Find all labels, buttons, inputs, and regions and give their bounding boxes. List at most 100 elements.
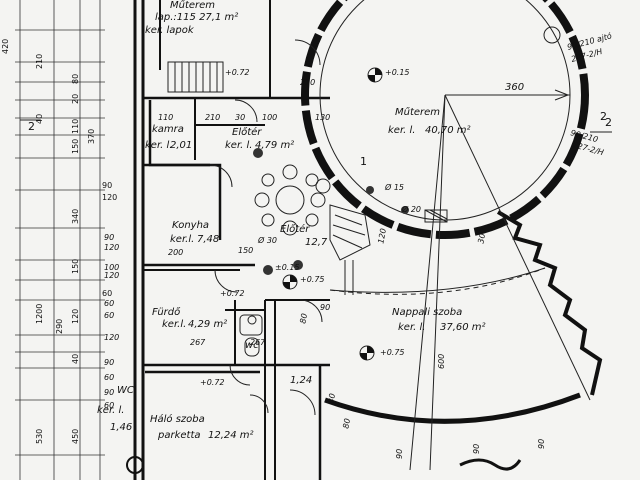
level-markers [282, 274, 298, 290]
dim-text: 60 [104, 401, 114, 410]
room-name: Nappali szoba [392, 307, 462, 318]
level-text: +0.15 [385, 68, 410, 77]
room-name: wc [245, 340, 259, 351]
living-room-arc [324, 94, 603, 471]
room-area: 7,48 [197, 234, 219, 245]
dim-text: 90 [104, 388, 114, 397]
dim-text: 90 [395, 449, 404, 459]
dim-text: 40 [35, 114, 44, 124]
room-area: 4,79 m² [255, 140, 294, 151]
id-text: Ø 20 [401, 204, 421, 214]
section-mark-left: 2 [28, 120, 35, 133]
id-text: Ø 30 [257, 235, 277, 245]
dim-text: 150 [238, 246, 253, 255]
room-area: 12,7 [305, 237, 328, 248]
staircase-top [167, 61, 224, 93]
dim-text: 90 [102, 181, 112, 190]
left-dimension-text: 420 210 80 20 40 110 150 370 340 90 120 … [1, 39, 117, 444]
room-name: WC [117, 385, 134, 396]
dim-text: 100 [104, 263, 119, 272]
dim-text: 60 [104, 373, 114, 382]
dim-text: 267 [190, 338, 206, 347]
door-label: +0.72 [225, 68, 250, 77]
dim-text: 130 [315, 113, 330, 122]
room-floor: ker.l. [162, 319, 186, 330]
radius-text: 120 [376, 228, 388, 245]
room-floor: ker. l. [388, 125, 415, 136]
room-floor: ker. l. [398, 322, 425, 333]
dim-text: 90 [320, 303, 330, 312]
section-mark-right: 2 [600, 110, 607, 123]
door-label: +0.72 [200, 378, 225, 387]
dim-text: 60 [104, 311, 114, 320]
room-name: Fürdő [152, 306, 181, 318]
level-text: +0.75 [300, 275, 325, 284]
dim-text: 267 [250, 338, 266, 347]
dim-text: 210 [300, 78, 315, 87]
studio-round-wall [301, 0, 589, 239]
dim-text: 120 [71, 309, 80, 324]
dim-text: 290 [55, 319, 64, 334]
room-area: 12,24 m² [208, 430, 254, 441]
dim-text: 530 [35, 429, 44, 444]
dim-text: 110 [71, 119, 80, 134]
signature-scribble [459, 458, 522, 471]
staircase-hall [329, 204, 371, 295]
room-area: 40,70 m² [425, 125, 471, 136]
room-floor: ker. lapok [145, 25, 195, 36]
room-floor: parketta [157, 430, 201, 441]
dim-text: 200 [168, 248, 183, 257]
dim-text: 120 [102, 193, 117, 202]
room-area: 37,60 m² [440, 322, 486, 333]
wall-note: 90/210 ajtó [566, 30, 613, 52]
room-area: 1,24 [290, 375, 312, 386]
dim-text: 40 [71, 354, 80, 364]
dim-text: 120 [104, 333, 119, 342]
dim-text: 90 [104, 233, 114, 242]
column-label: 1 [360, 155, 367, 168]
dining-table [254, 164, 331, 236]
dim-text: 150 [71, 139, 80, 154]
room-floor: ker.l. [170, 234, 194, 245]
room-name: Háló szoba [150, 413, 205, 425]
dim-text: 20 [71, 94, 80, 104]
room-name: Konyha [172, 220, 209, 231]
dim-text: 90 [472, 444, 481, 454]
room-name: Műterem [170, 0, 215, 11]
dim-text: 30 [235, 113, 245, 122]
dim-text: 80 [341, 418, 352, 430]
level-text: +0.75 [380, 348, 405, 357]
dim-text: 100 [262, 113, 277, 122]
dim-text: 340 [71, 209, 80, 224]
dim-text: 420 [1, 39, 10, 54]
radius-text: 300 [476, 228, 488, 245]
dim-text: 600 [437, 354, 446, 369]
room-area: 4,29 m² [188, 319, 227, 330]
id-text: Ø 15 [384, 182, 404, 192]
dim-text: 1200 [35, 304, 44, 324]
dim-text: 80 [298, 313, 309, 325]
room-floor: ker. l. [97, 405, 124, 416]
dim-text: 60 [104, 299, 114, 308]
columns [126, 26, 561, 474]
room-name: Előtér [280, 223, 310, 235]
dim-text: 150 [71, 259, 80, 274]
room-name: kamra [152, 124, 184, 135]
dim-text: 210 [205, 113, 220, 122]
dim-text: 90 [537, 439, 546, 449]
dim-text: 450 [71, 429, 80, 444]
house-walls [133, 0, 330, 480]
room-name: Előtér [232, 126, 262, 138]
bathroom-fixtures [239, 314, 263, 357]
door-label: +0.72 [220, 289, 245, 298]
dim-text: 370 [87, 129, 96, 144]
room-area: 1,46 [110, 422, 132, 433]
dim-text: 120 [104, 243, 119, 252]
dim-text: 90 [104, 358, 114, 367]
dim-text: 60 [102, 289, 112, 298]
radius-label: 360 [505, 82, 524, 93]
level-text: ±0.15 [275, 263, 300, 272]
dim-text: 210 [35, 54, 44, 69]
dim-text: 110 [158, 113, 173, 122]
